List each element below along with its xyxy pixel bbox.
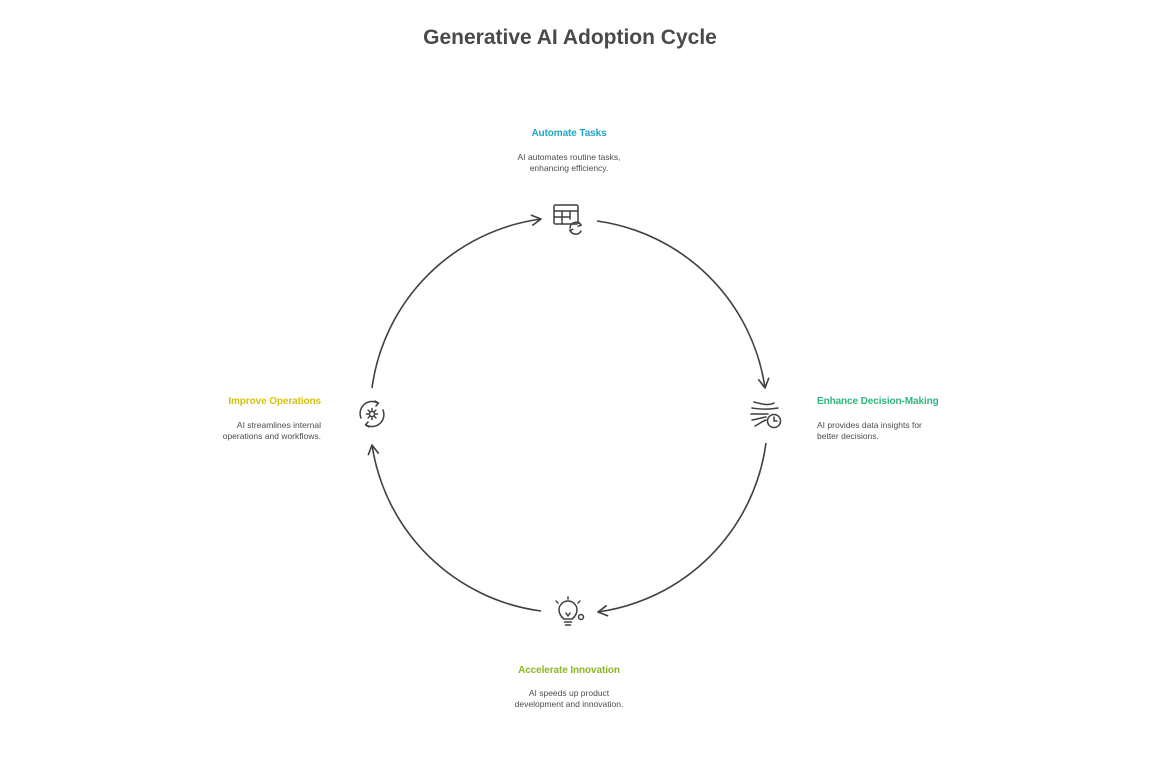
accelerate-innovation-description-line2: development and innovation. [514, 699, 624, 709]
enhance-decision-making-label: Enhance Decision-Making [817, 396, 939, 407]
automate-tasks-label: Automate Tasks [531, 128, 607, 139]
data-flow-clock-icon [750, 398, 782, 430]
enhance-decision-making-description-line1: AI provides data insights for [817, 420, 922, 430]
improve-operations-description: AI streamlines internal operations and w… [171, 420, 321, 442]
table-sync-icon [552, 202, 584, 235]
arc-automate-to-enhance [596, 220, 770, 389]
arc-enhance-to-accelerate [597, 442, 767, 617]
automate-tasks-description: AI automates routine tasks, enhancing ef… [494, 152, 644, 174]
arc-improve-to-automate [371, 214, 542, 389]
improve-operations-description-line1: AI streamlines internal [236, 420, 321, 430]
accelerate-innovation-description-line1: AI speeds up product [528, 688, 610, 698]
enhance-decision-making-description-line2: better decisions. [817, 431, 879, 441]
enhance-decision-making-description: AI provides data insights for better dec… [817, 420, 967, 442]
automate-tasks-description-line2: enhancing efficiency. [529, 163, 609, 173]
lightbulb-icon [553, 596, 585, 629]
automate-tasks-description-line1: AI automates routine tasks, [517, 152, 621, 162]
gear-cycle-icon [356, 398, 388, 430]
accelerate-innovation-description: AI speeds up product development and inn… [494, 688, 644, 710]
arc-accelerate-to-improve [367, 444, 542, 612]
improve-operations-label: Improve Operations [228, 396, 321, 407]
page-title: Generative AI Adoption Cycle [423, 26, 717, 49]
accelerate-innovation-label: Accelerate Innovation [518, 665, 620, 676]
improve-operations-description-line2: operations and workflows. [222, 431, 321, 441]
